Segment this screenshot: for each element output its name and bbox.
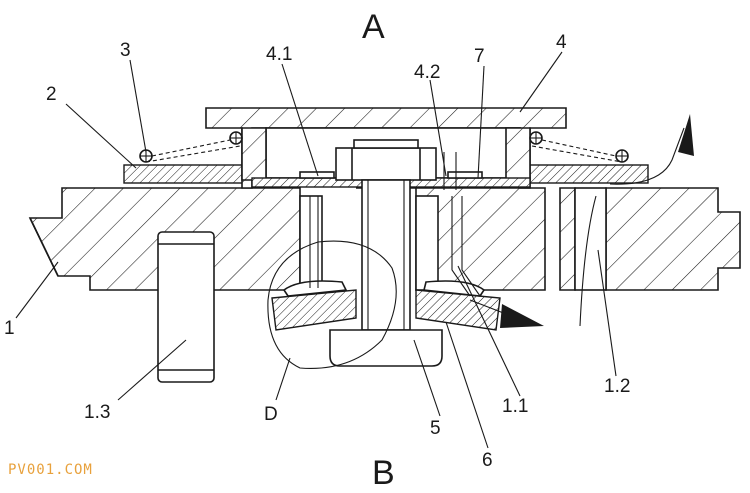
- label-D: D: [264, 404, 278, 425]
- flow-arrows: [469, 114, 694, 328]
- label-1: 1: [4, 318, 15, 339]
- section-label-bottom: B: [372, 454, 395, 492]
- base-plate: [28, 187, 741, 291]
- label-5: 5: [430, 418, 441, 439]
- label-4-2: 4.2: [414, 62, 440, 83]
- leader-lines: [15, 51, 617, 449]
- label-4-1: 4.1: [266, 44, 292, 65]
- pivot-3: [139, 131, 629, 163]
- plate-2: [123, 164, 649, 184]
- channels: [309, 152, 481, 297]
- detail-d-outline: [267, 240, 397, 369]
- pin-1-3: [157, 231, 215, 383]
- nut-5: [329, 329, 443, 367]
- spring-washers-6: [271, 280, 501, 331]
- label-3: 3: [120, 40, 131, 61]
- label-1-3: 1.3: [84, 402, 110, 423]
- watermark: PV001.COM: [8, 462, 93, 478]
- section-label-top: A: [362, 8, 385, 46]
- label-7: 7: [474, 46, 485, 67]
- label-1-1: 1.1: [502, 396, 528, 417]
- label-1-2: 1.2: [604, 376, 630, 397]
- label-6: 6: [482, 450, 493, 471]
- bolt: [335, 139, 437, 331]
- label-2: 2: [46, 84, 57, 105]
- label-4: 4: [556, 32, 567, 53]
